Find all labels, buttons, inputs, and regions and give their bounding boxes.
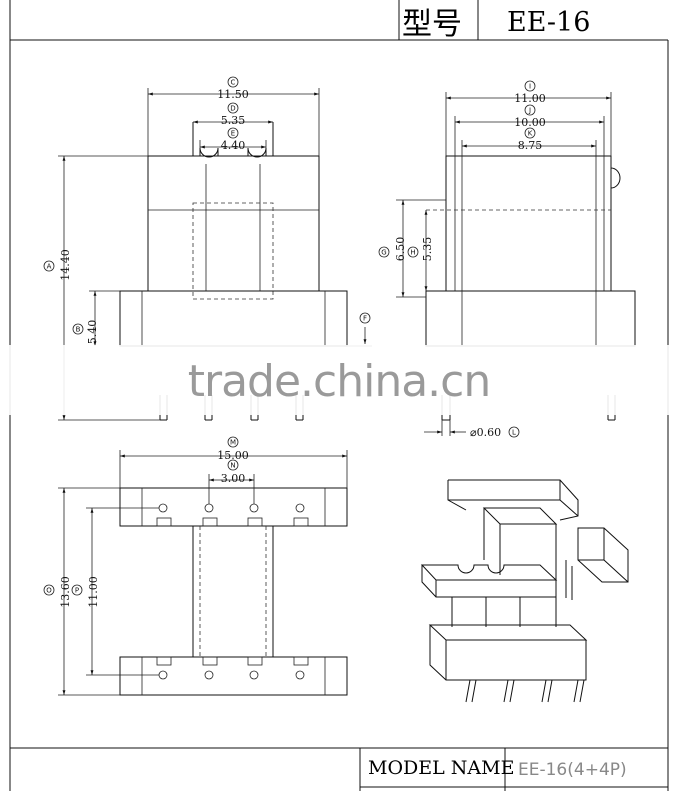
dim-e-letter: E (231, 130, 235, 138)
dim-b-value: 5.40 (86, 320, 99, 345)
dim-c-value: 11.50 (217, 88, 249, 101)
dim-p-value: 11.00 (87, 576, 100, 608)
dim-i-letter: I (529, 83, 531, 91)
bottom-view-pin-holes (156, 503, 309, 680)
dim-d-value: 5.35 (221, 114, 246, 127)
dim-a-value: 14.40 (59, 249, 72, 281)
title-block-footer: MODEL NAME EE-16(4+4P) (359, 748, 668, 791)
bottom-view: M 15.00 N 3.00 O 13.60 P 11.00 (43, 436, 348, 696)
model-number: EE-16 (507, 7, 590, 38)
dim-k-value: 8.75 (518, 139, 543, 152)
dim-b-letter: B (76, 326, 81, 334)
dim-n-value: 3.00 (221, 472, 246, 485)
dim-f-letter: F (363, 315, 367, 323)
dim-j-letter: J (528, 107, 531, 115)
dim-o-value: 13.60 (59, 576, 72, 608)
dim-e-value: 4.40 (221, 139, 246, 152)
dim-g-value: 6.50 (394, 237, 407, 262)
model-name-label: MODEL NAME (368, 757, 514, 779)
model-label: 型号 (402, 7, 462, 42)
dim-j-value: 10.00 (514, 116, 546, 129)
dim-d-letter: D (230, 105, 235, 113)
title-block-header: 型号 EE-16 (398, 0, 590, 42)
dim-l-letter: L (512, 429, 516, 437)
dim-m-value: 15.00 (217, 449, 249, 462)
dim-c-letter: C (231, 79, 236, 87)
dim-m-letter: M (230, 439, 236, 447)
dim-h-letter: H (410, 249, 415, 257)
dim-n-letter: N (230, 462, 235, 470)
dim-a-letter: A (47, 263, 52, 271)
dim-l-value: ⌀0.60 (470, 426, 501, 439)
isometric-pins (465, 560, 585, 703)
dim-k-letter: K (528, 130, 533, 138)
dim-p-letter: P (75, 587, 79, 595)
side-view: I 11.00 J 10.00 K 8.75 G 6.50 H 5.35 ⌀0.… (378, 80, 636, 439)
watermark-band (0, 345, 679, 415)
isometric-view (420, 479, 629, 703)
dim-o-letter: O (46, 587, 52, 595)
dim-h-value: 5.35 (421, 237, 434, 262)
watermark-text: trade.china.cn (188, 356, 491, 407)
model-name-value: EE-16(4+4P) (518, 760, 627, 780)
dim-i-value: 11.00 (514, 92, 546, 105)
dim-g-letter: G (381, 249, 386, 257)
